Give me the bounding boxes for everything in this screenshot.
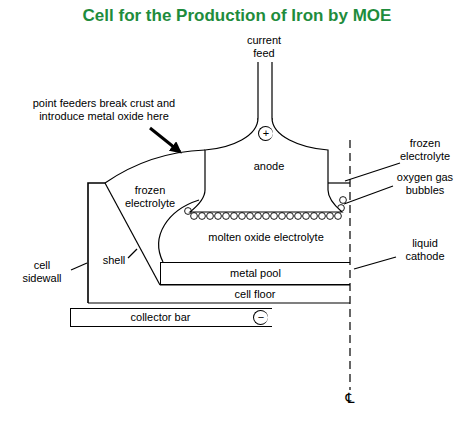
gas-bubble: [255, 213, 262, 220]
part-label: molten oxide electrolyte: [181, 231, 351, 244]
part-label: cell sidewall: [17, 259, 67, 285]
feeder-arrow: [150, 128, 180, 152]
frozen-crust-top: [105, 150, 205, 183]
centerline-symbol: ℄: [335, 392, 365, 405]
gas-bubble: [279, 213, 286, 220]
leader-line: [345, 163, 400, 181]
collector-bar: − collector bar: [70, 308, 272, 327]
terminal-plus: +: [258, 126, 273, 141]
part-label: frozen electrolyte: [119, 184, 181, 210]
gas-bubble: [215, 213, 222, 220]
part-name: anode: [254, 160, 285, 173]
gas-bubble: [303, 213, 310, 220]
part-label: frozen electrolyte: [394, 137, 456, 163]
gas-bubble: [247, 213, 254, 220]
cell-sidewall: [88, 183, 105, 303]
leader-line: [354, 257, 396, 269]
callout-note: point feeders break crust and introduce …: [23, 97, 185, 123]
part-label: cell floor: [215, 288, 295, 301]
metal-pool: metal pool: [160, 262, 350, 285]
gas-bubble: [199, 213, 206, 220]
gas-bubble: [207, 213, 214, 220]
gas-bubble: [287, 213, 294, 220]
current-feed-pipe: [258, 62, 272, 120]
terminal-sign: +: [263, 127, 269, 140]
gas-bubble: [340, 197, 347, 204]
gas-bubble: [231, 213, 238, 220]
feed-label: current feed: [241, 34, 287, 60]
gas-bubble: [295, 213, 302, 220]
centerline: [349, 140, 350, 390]
gas-bubble: [311, 213, 318, 220]
anode-outline: [190, 118, 342, 212]
gas-bubble: [335, 213, 342, 220]
terminal-sign: −: [258, 311, 264, 324]
terminal-minus: −: [253, 310, 268, 325]
leader-line: [344, 186, 393, 204]
diagram-title: Cell for the Production of Iron by MOE: [0, 6, 474, 26]
gas-bubble: [223, 213, 230, 220]
gas-bubble: [271, 213, 278, 220]
gas-bubble: [191, 213, 198, 220]
leader-line: [128, 249, 137, 258]
gas-bubble: [327, 213, 334, 220]
frozen-ledge: [328, 182, 350, 183]
part-name: metal pool: [230, 267, 281, 280]
leader-line: [71, 263, 87, 270]
part-name: collector bar: [131, 311, 191, 324]
gas-bubble: [239, 213, 246, 220]
anode-block: + anode: [190, 118, 348, 214]
cell-floor: [88, 302, 350, 303]
part-label: shell: [99, 254, 129, 267]
part-label: oxygen gas bubbles: [392, 171, 458, 197]
gas-bubble: [263, 213, 270, 220]
part-label: liquid cathode: [394, 237, 456, 263]
gas-bubble: [319, 213, 326, 220]
